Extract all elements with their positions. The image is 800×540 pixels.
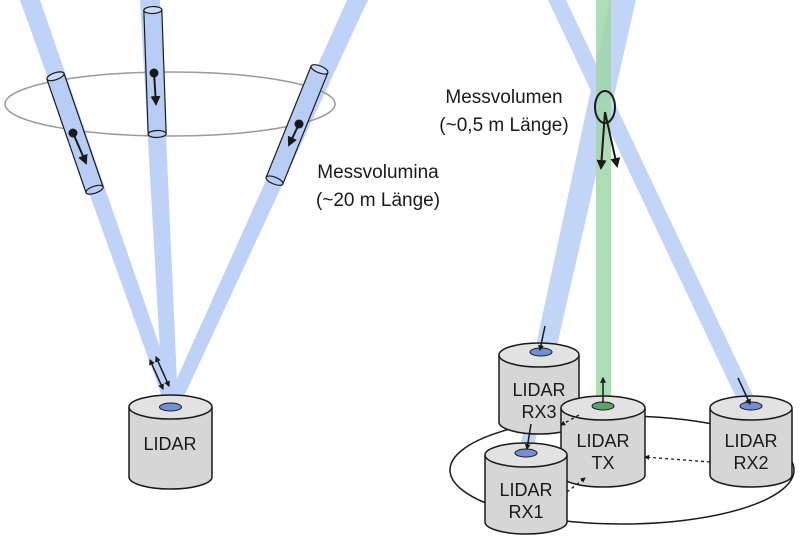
left-setup: Messvolumina (~20 m Länge) LIDAR [4, 0, 440, 490]
rx1-incoming-arrow [524, 423, 532, 451]
velocity-arrow [596, 111, 607, 170]
rx2-label-line1: LIDAR [724, 431, 777, 451]
tx-beam [596, 0, 611, 408]
left-volume-label-line2: (~20 m Länge) [316, 190, 440, 211]
left-lidar-cylinder [128, 394, 213, 490]
velocity-arrow [604, 111, 621, 168]
rx2-cylinder [709, 395, 793, 488]
left-beam-3 [165, 0, 368, 405]
rx1-cylinder [484, 442, 568, 535]
right-volume-label-line1: Messvolumen [445, 87, 562, 108]
rx3-cylinder [498, 342, 580, 435]
right-setup: Messvolumen (~0,5 m Länge) LIDAR RX3 LID… [439, 0, 795, 535]
rx3-lens [529, 347, 553, 357]
rx1-label-line2: RX1 [508, 502, 543, 522]
bidirectional-arrow [155, 355, 170, 388]
velocity-arrow [72, 132, 88, 165]
lidar-lens [159, 402, 182, 412]
left-volume-label-line1: Messvolumina [317, 162, 439, 183]
tx-lens [591, 401, 615, 411]
left-scan-ellipse [4, 71, 336, 137]
rx1-to-tx-link [566, 477, 586, 493]
tx-cylinder [560, 395, 646, 488]
rx2-incoming-arrow [737, 377, 751, 406]
data-links [560, 414, 711, 493]
rx3-label-line1: LIDAR [512, 380, 565, 400]
left-particle-arrows [68, 68, 304, 165]
velocity-arrow [150, 72, 161, 106]
tx-label-line2: TX [591, 453, 614, 473]
rx1-lens [514, 448, 538, 458]
left-lidar-label: LIDAR [143, 434, 196, 454]
rx3-label-line2: RX3 [521, 402, 556, 422]
right-volume-label-line2: (~0,5 m Länge) [439, 115, 568, 136]
rx1-label-line1: LIDAR [499, 480, 552, 500]
tx-label-line1: LIDAR [576, 431, 629, 451]
rx3-incoming-arrow [538, 325, 546, 352]
rx2-to-tx-link [643, 454, 711, 463]
rx2-lens [739, 401, 763, 411]
rx2-label-line2: RX2 [733, 453, 768, 473]
velocity-arrow [287, 123, 300, 147]
